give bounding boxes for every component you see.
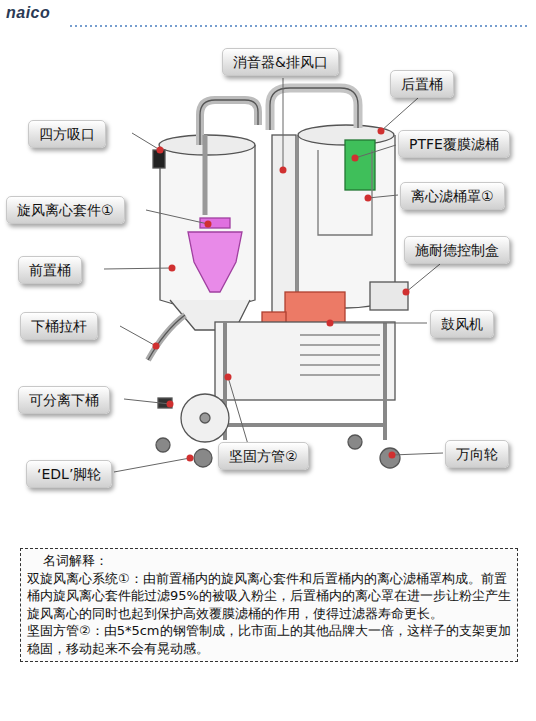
callout-label: 旋风离心套件① bbox=[6, 196, 125, 224]
brand-logo: naico bbox=[6, 4, 50, 22]
callout-label: PTFE覆膜滤桶 bbox=[398, 130, 510, 158]
notes-box: 名词解释：双旋风离心系统①：由前置桶内的旋风离心套件和后置桶内的离心滤桶罩构成。… bbox=[20, 548, 518, 662]
callout-label: 消音器&排风口 bbox=[222, 48, 339, 76]
notes-paragraph: 双旋风离心系统①：由前置桶内的旋风离心套件和后置桶内的离心滤桶罩构成。前置桶内旋… bbox=[27, 570, 511, 623]
callout-text: 施耐德控制盒 bbox=[415, 242, 499, 258]
callout-text: 四方吸口 bbox=[39, 126, 95, 142]
callout-label: 施耐德控制盒 bbox=[404, 236, 510, 264]
callout-text: 下桶拉杆 bbox=[31, 318, 87, 334]
callout-text: 坚固方管② bbox=[229, 448, 298, 464]
callout-text: 鼓风机 bbox=[441, 316, 483, 332]
callout-text: 旋风离心套件① bbox=[17, 202, 114, 218]
callout-text: ‘EDL’脚轮 bbox=[37, 466, 101, 482]
callout-text: 可分离下桶 bbox=[29, 392, 99, 408]
callout-text: 消音器&排风口 bbox=[233, 54, 328, 70]
callout-text: 后置桶 bbox=[401, 76, 443, 92]
callout-label: 前置桶 bbox=[18, 256, 82, 284]
callout-label: 下桶拉杆 bbox=[20, 312, 98, 340]
callout-label: 鼓风机 bbox=[430, 310, 494, 338]
callout-label: 万向轮 bbox=[445, 440, 509, 468]
callout-label: 离心滤桶罩① bbox=[400, 182, 505, 210]
callout-text: PTFE覆膜滤桶 bbox=[409, 136, 499, 152]
callout-label: 后置桶 bbox=[390, 70, 454, 98]
callout-label: ‘EDL’脚轮 bbox=[26, 460, 112, 488]
callout-label: 四方吸口 bbox=[28, 120, 106, 148]
notes-paragraph: 坚固方管②：由5*5cm的钢管制成，比市面上的其他品牌大一倍，这样子的支架更加稳… bbox=[27, 622, 511, 657]
callout-label: 可分离下桶 bbox=[18, 386, 110, 414]
callout-text: 万向轮 bbox=[456, 446, 498, 462]
callout-label: 坚固方管② bbox=[218, 442, 309, 470]
callout-text: 离心滤桶罩① bbox=[411, 188, 494, 204]
callout-text: 前置桶 bbox=[29, 262, 71, 278]
notes-heading: 名词解释： bbox=[27, 552, 511, 570]
